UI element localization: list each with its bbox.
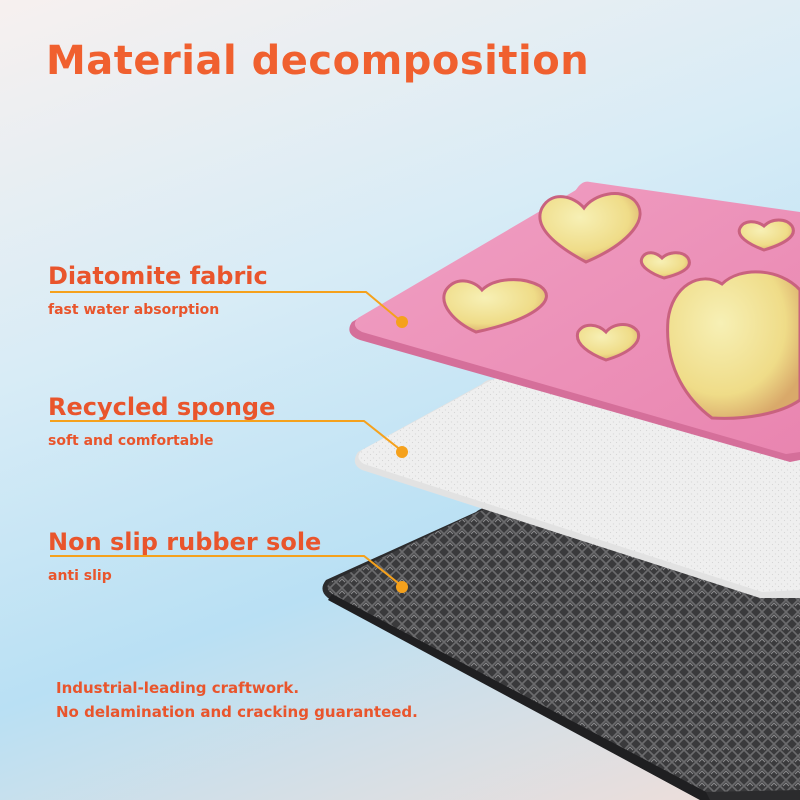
fabric-label: Diatomite fabric fast water absorption <box>48 262 268 318</box>
leader-lines <box>50 291 403 587</box>
sponge-label: Recycled sponge soft and comfortable <box>48 393 275 449</box>
rubber-name: Non slip rubber sole <box>48 528 322 556</box>
fabric-desc: fast water absorption <box>48 302 220 318</box>
sponge-desc: soft and comfortable <box>48 433 214 449</box>
fabric-layer <box>349 181 800 462</box>
footer-note: Industrial-leading craftwork. No delamin… <box>56 676 418 724</box>
fabric-name: Diatomite fabric <box>48 262 268 290</box>
footer-line-2: No delamination and cracking guaranteed. <box>56 703 418 721</box>
rubber-desc: anti slip <box>48 568 112 584</box>
footer-line-1: Industrial-leading craftwork. <box>56 679 300 697</box>
sponge-name: Recycled sponge <box>48 393 276 421</box>
rubber-marker-dot <box>396 581 408 593</box>
fabric-marker-dot <box>396 316 408 328</box>
page-title: Material decomposition <box>46 38 590 84</box>
rubber-label: Non slip rubber sole anti slip <box>48 528 321 584</box>
rubber-sole-layer <box>322 507 800 800</box>
sponge-marker-dot <box>396 446 408 458</box>
heart-shapes <box>442 192 800 420</box>
marker-dots <box>396 316 408 593</box>
